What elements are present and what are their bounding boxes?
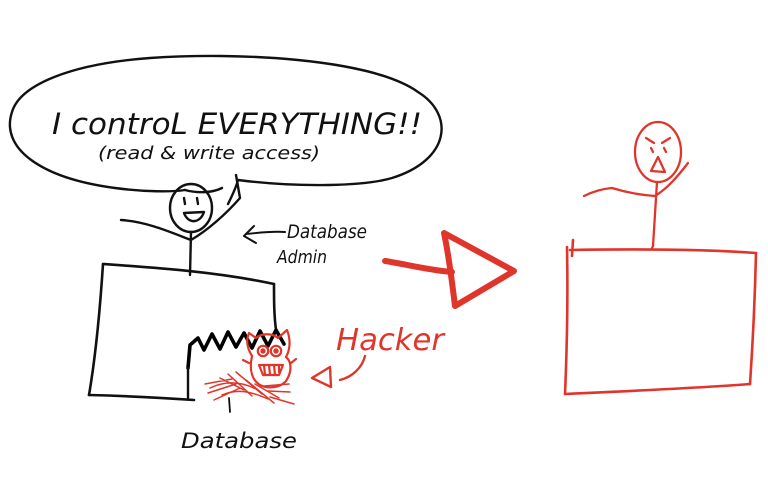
admin-stick-figure (119, 173, 242, 277)
hacker-figure-brows (644, 136, 672, 145)
speech-main-text: I controL EVERYTHING!! (52, 107, 422, 141)
admin-label-arrow (243, 225, 286, 244)
admin-eyes (182, 196, 200, 206)
hacker-claw-scribbles (204, 371, 295, 405)
transition-arrow-shaft (382, 258, 455, 275)
admin-left-arm (119, 218, 193, 242)
admin-right-arm (189, 173, 242, 242)
hacker-figure-left-arm (582, 186, 657, 198)
admin-label-line1: Database (287, 221, 367, 243)
transition-arrow-head (441, 230, 517, 309)
hacker-figure-right-arm (653, 161, 690, 198)
hacker-figure-eyes (649, 146, 668, 154)
database-box (87, 262, 278, 402)
hacker-figure-body (651, 180, 659, 248)
hacker-figure-mouth (649, 155, 667, 174)
captured-database-box (563, 238, 758, 396)
hacker-figure-head (633, 120, 683, 184)
admin-label-line2: Admin (276, 247, 327, 268)
admin-mouth (182, 210, 206, 223)
hacker-label-arrow (310, 354, 367, 389)
speech-sub-text: (read & write access) (98, 143, 320, 164)
database-label: Database (181, 429, 297, 453)
database-broken-hole (186, 328, 286, 370)
database-label-tick (228, 397, 231, 413)
transition-arrow (382, 230, 517, 309)
hacker-label: Hacker (336, 323, 446, 358)
hacker-creature (241, 328, 298, 389)
hacker-stick-figure (582, 120, 690, 250)
